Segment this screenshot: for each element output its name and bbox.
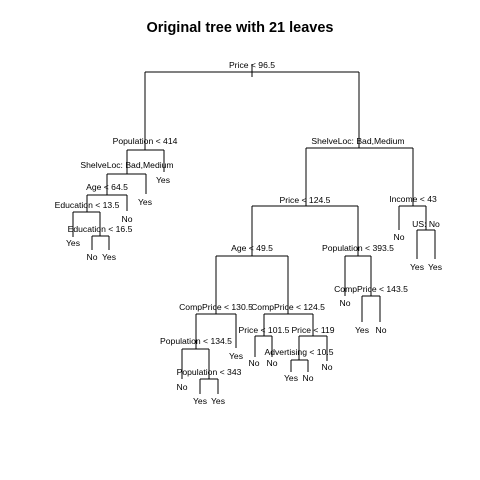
split-label: ShelveLoc: Bad,Medium: [80, 160, 173, 170]
split-label: Price < 96.5: [229, 60, 275, 70]
split-label: Price < 101.5: [239, 325, 290, 335]
split-label: Price < 119: [291, 325, 334, 335]
leaf-label: Yes: [284, 373, 298, 383]
split-label: US: No: [412, 219, 440, 229]
split-label: ShelveLoc: Bad,Medium: [311, 136, 404, 146]
split-label: Population < 393.5: [322, 243, 394, 253]
figure-title: Original tree with 21 leaves: [146, 20, 334, 36]
leaf-labels: Yes No Yes Yes Yes No Yes No Yes Yes No …: [66, 175, 442, 406]
split-label: Education < 16.5: [68, 224, 133, 234]
leaf-label: No: [249, 358, 260, 368]
split-label: CompPrice < 124.5: [251, 302, 325, 312]
leaf-label: No: [177, 382, 188, 392]
split-label: CompPrice < 143.5: [334, 284, 408, 294]
split-label: Population < 414: [113, 136, 178, 146]
split-label: Income < 43: [389, 194, 437, 204]
leaf-label: No: [87, 252, 98, 262]
leaf-label: Yes: [193, 396, 207, 406]
leaf-label: No: [267, 358, 278, 368]
split-label: Age < 64.5: [86, 182, 128, 192]
split-label: Education < 13.5: [55, 200, 120, 210]
leaf-label: Yes: [410, 262, 424, 272]
leaf-label: Yes: [138, 197, 152, 207]
split-label: Advertising < 10.5: [264, 347, 333, 357]
leaf-label: Yes: [211, 396, 225, 406]
split-labels: Price < 96.5 Population < 414 ShelveLoc:…: [55, 60, 440, 377]
split-label: Population < 134.5: [160, 336, 232, 346]
leaf-label: Yes: [428, 262, 442, 272]
leaf-label: No: [394, 232, 405, 242]
leaf-label: Yes: [102, 252, 116, 262]
leaf-label: Yes: [66, 238, 80, 248]
split-label: CompPrice < 130.5: [179, 302, 253, 312]
leaf-label: No: [340, 298, 351, 308]
tree-edges: [72, 64, 436, 394]
leaf-label: Yes: [229, 351, 243, 361]
leaf-label: No: [122, 214, 133, 224]
split-label: Age < 49.5: [231, 243, 273, 253]
leaf-label: Yes: [156, 175, 170, 185]
leaf-label: No: [322, 362, 333, 372]
split-label: Population < 343: [177, 367, 242, 377]
split-label: Price < 124.5: [280, 195, 331, 205]
leaf-label: No: [376, 325, 387, 335]
leaf-label: No: [303, 373, 314, 383]
leaf-label: Yes: [355, 325, 369, 335]
